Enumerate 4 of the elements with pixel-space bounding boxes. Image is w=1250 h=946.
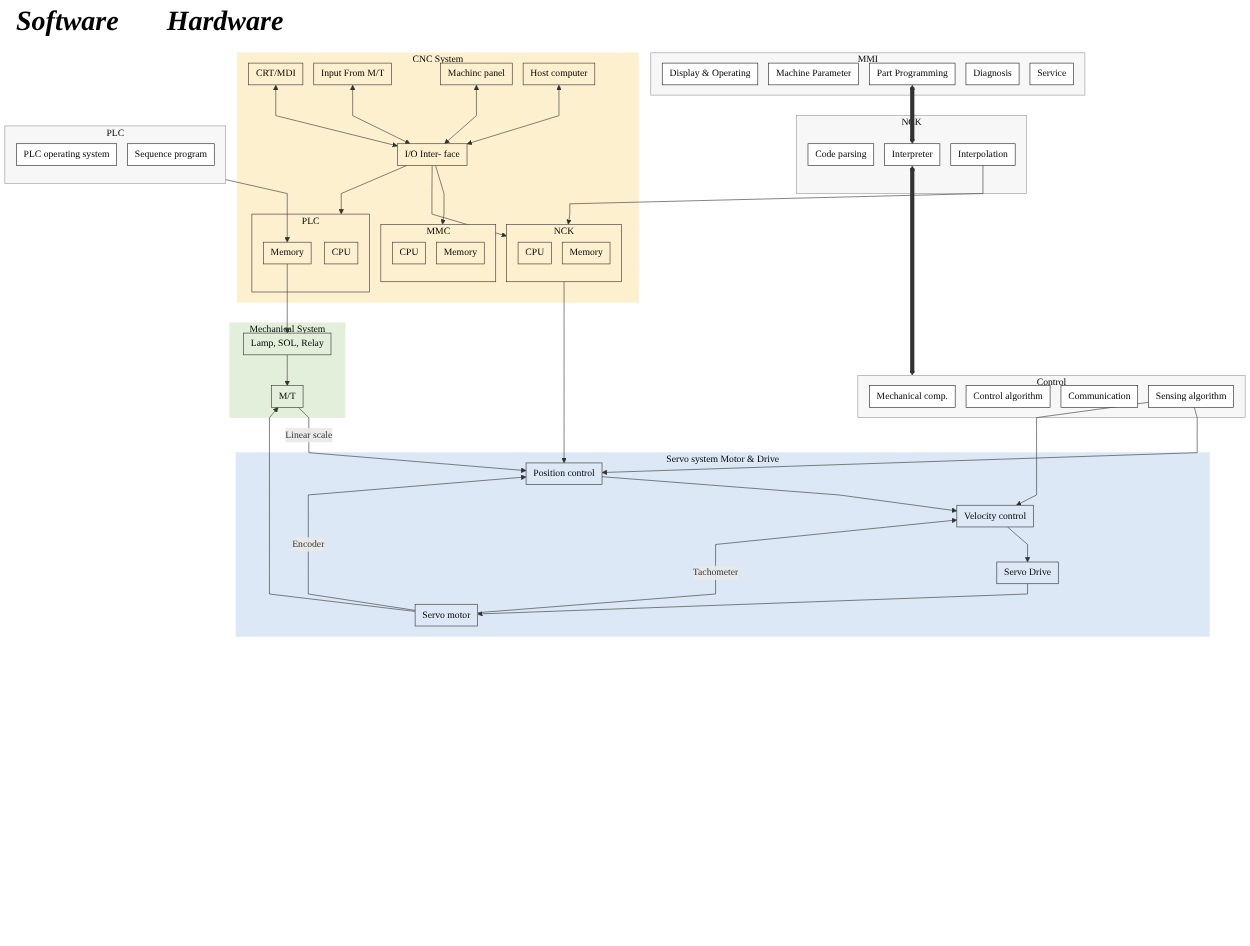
arrow [909,84,915,144]
arrow [909,165,915,376]
section-heading: Hardware [166,8,284,40]
section-heading: Software [16,8,119,40]
